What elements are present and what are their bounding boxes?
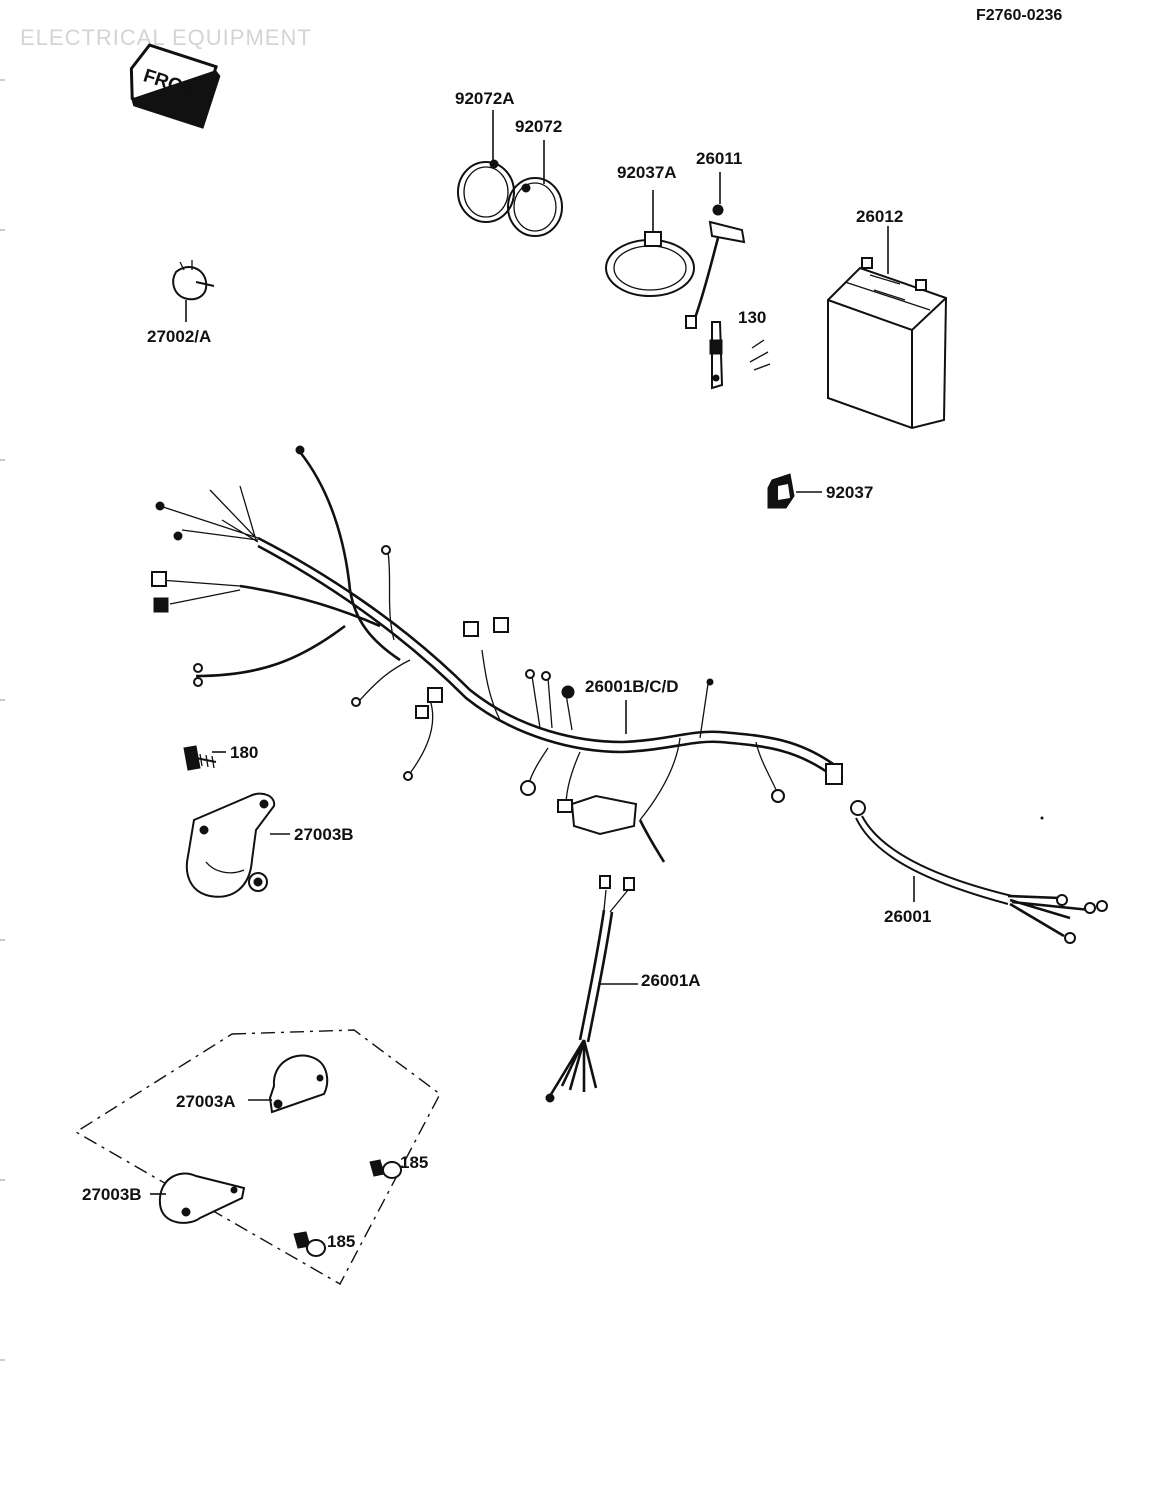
callout-92037: 92037 xyxy=(826,483,873,502)
relay-icon xyxy=(570,794,638,836)
clamp-icon-92037 xyxy=(767,473,795,509)
callout-26001A: 26001A xyxy=(641,971,701,990)
callout-26001BCD: 26001B/C/D xyxy=(585,677,679,696)
callout-27003B-top: 27003B xyxy=(294,825,354,844)
scan-edge-marks xyxy=(0,79,5,1361)
sub-harness-26001A xyxy=(545,875,635,1103)
callout-185-b: 185 xyxy=(327,1232,355,1251)
horn-icon-27003B-lower xyxy=(158,1172,246,1224)
scan-speck xyxy=(1040,816,1044,820)
screw-icon-185b xyxy=(293,1231,326,1257)
callout-130: 130 xyxy=(738,308,766,327)
callout-92037A: 92037A xyxy=(617,163,677,182)
wiring-harness-icon xyxy=(151,445,843,863)
clamp-band-92037A xyxy=(605,231,695,297)
callout-92072: 92072 xyxy=(515,117,562,136)
battery-icon xyxy=(827,257,948,430)
horn-icon-27003A xyxy=(268,1054,329,1114)
band-icon-92072 xyxy=(507,177,563,237)
callout-26012: 26012 xyxy=(856,207,903,226)
optional-horn-group-outline xyxy=(74,1029,441,1285)
band-icon-92072A xyxy=(457,159,515,223)
front-arrow-icon: FRONT xyxy=(129,43,221,129)
callout-185-a: 185 xyxy=(400,1153,428,1172)
callout-180: 180 xyxy=(230,743,258,762)
battery-lead-26011 xyxy=(685,204,746,390)
section-title: ELECTRICAL EQUIPMENT xyxy=(20,25,312,50)
callout-27002A: 27002/A xyxy=(147,327,211,346)
document-code: F2760-0236 xyxy=(976,7,1062,24)
bolt-icon-180 xyxy=(183,745,217,771)
callout-92072A: 92072A xyxy=(455,89,515,108)
callout-27003B-bottom: 27003B xyxy=(82,1185,142,1204)
callout-26011: 26011 xyxy=(696,149,742,168)
screw-icon-185a xyxy=(369,1159,402,1179)
switch-27002A xyxy=(172,260,215,301)
horn-icon-27003B xyxy=(185,792,276,898)
fuse-130 xyxy=(749,339,771,371)
callout-27003A: 27003A xyxy=(176,1092,236,1111)
callout-26001: 26001 xyxy=(884,907,931,926)
lead-26001 xyxy=(850,800,1108,944)
